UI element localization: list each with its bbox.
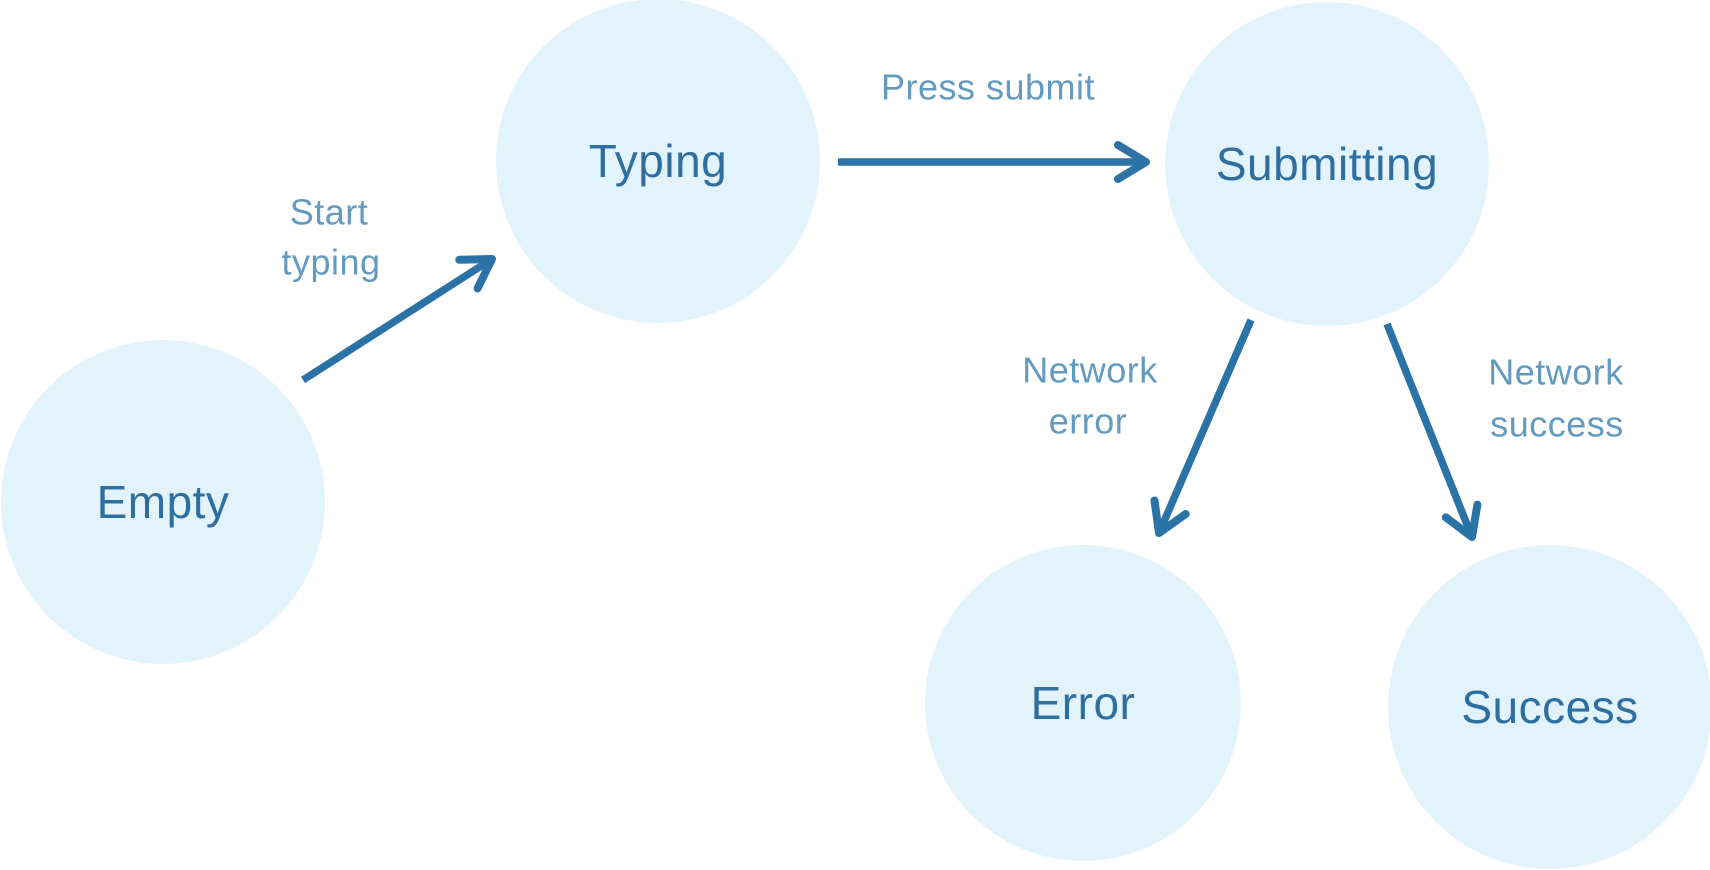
transition-label-network-error-line-2: error bbox=[1049, 401, 1128, 442]
state-label-error: Error bbox=[1031, 677, 1136, 729]
transition-label-press-submit-line-1: Press submit bbox=[881, 67, 1095, 108]
transition-arrow-network-success bbox=[1383, 322, 1482, 541]
state-circle-submitting bbox=[1165, 2, 1489, 326]
state-circle-success bbox=[1388, 545, 1710, 869]
state-label-empty: Empty bbox=[97, 476, 230, 528]
state-node-submitting: Submitting bbox=[1165, 2, 1489, 326]
transition-label-network-success-line-1: Network bbox=[1488, 352, 1624, 393]
state-circle-error bbox=[925, 545, 1241, 861]
transition-arrow-network-error bbox=[1150, 318, 1255, 537]
state-node-error: Error bbox=[925, 545, 1241, 861]
transition-label-start-typing-line-2: typing bbox=[281, 242, 380, 283]
state-circle-typing bbox=[496, 0, 820, 323]
transition-arrow-start-typing bbox=[300, 255, 496, 384]
state-label-submitting: Submitting bbox=[1216, 138, 1438, 190]
transition-label-start-typing-line-1: Start bbox=[290, 192, 369, 233]
state-node-success: Success bbox=[1388, 545, 1710, 869]
state-label-success: Success bbox=[1461, 681, 1638, 733]
state-label-typing: Typing bbox=[589, 135, 728, 187]
transition-label-network-error-line-1: Network bbox=[1022, 350, 1158, 391]
transitions-layer bbox=[300, 141, 1482, 541]
state-circle-empty bbox=[1, 340, 325, 664]
transition-label-network-success-line-2: success bbox=[1490, 404, 1624, 445]
state-node-typing: Typing bbox=[496, 0, 820, 323]
state-node-empty: Empty bbox=[1, 340, 325, 664]
